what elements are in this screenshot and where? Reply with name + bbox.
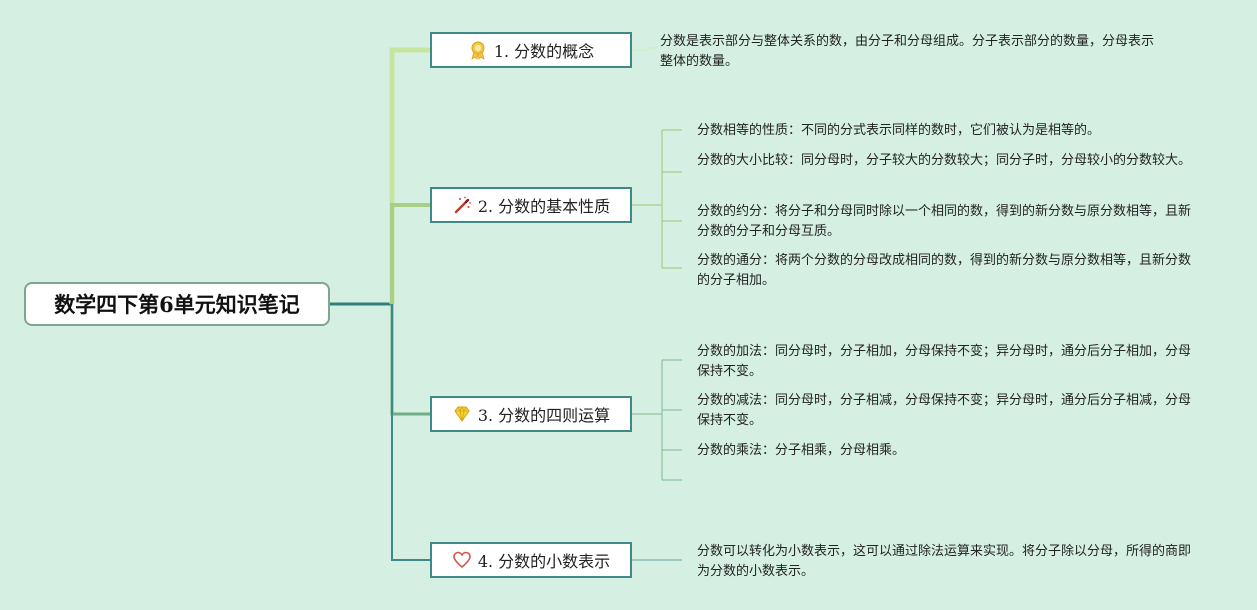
leaf-bracket-2 <box>632 129 682 269</box>
magic-wand-icon <box>452 195 472 215</box>
detail-text: 分数是表示部分与整体关系的数，由分子和分母组成。分子表示部分的数量，分母表示整体… <box>660 34 1155 69</box>
branch-3-connector <box>390 304 430 416</box>
detail-text: 分数的乘法：分子相乘，分母相乘。 <box>697 443 906 458</box>
detail-text: 分数的减法：同分母时，分子相减，分母保持不变；异分母时，通分后分子相减，分母保持… <box>697 393 1192 428</box>
heart-icon <box>452 550 472 570</box>
diamond-icon <box>452 404 472 424</box>
award-ribbon-icon <box>468 40 488 60</box>
detail-text: 分数的大小比较：同分母时，分子较大的分数较大；同分子时，分母较小的分数较大。 <box>697 153 1192 168</box>
detail-text: 分数可以转化为小数表示，这可以通过除法运算来实现。将分子除以分母，所得的商即为分… <box>697 544 1192 579</box>
branch-topic-3[interactable]: 3. 分数的四则运算 <box>430 396 632 432</box>
branch-label-1: 1. 分数的概念 <box>493 42 595 61</box>
branch-1-connector <box>389 47 430 304</box>
branch-2-connector <box>390 203 430 304</box>
detail-text: 分数的通分：将两个分数的分母改成相同的数，得到的新分数与原分数相等，且新分数的分… <box>697 253 1192 288</box>
root-topic[interactable]: 数学四下第6单元知识笔记 <box>24 282 330 326</box>
branch-label-3: 3. 分数的四则运算 <box>477 406 611 425</box>
branch-topic-2[interactable]: 2. 分数的基本性质 <box>430 187 632 223</box>
branch-label-4: 4. 分数的小数表示 <box>477 552 611 571</box>
leaf-bracket-3 <box>632 359 682 481</box>
detail-text: 分数的加法：同分母时，分子相加，分母保持不变；异分母时，通分后分子相加，分母保持… <box>697 344 1192 379</box>
branch-topic-1[interactable]: 1. 分数的概念 <box>430 32 632 68</box>
detail-text: 分数的约分：将分子和分母同时除以一个相同的数，得到的新分数与原分数相等，且新分数… <box>697 204 1192 239</box>
branch-topic-4[interactable]: 4. 分数的小数表示 <box>430 542 632 578</box>
branch-label-2: 2. 分数的基本性质 <box>477 197 611 216</box>
leaf-connector-1 <box>632 47 658 51</box>
detail-text: 分数相等的性质：不同的分式表示同样的数时，它们被认为是相等的。 <box>697 123 1101 138</box>
branch-4-connector <box>391 304 430 561</box>
